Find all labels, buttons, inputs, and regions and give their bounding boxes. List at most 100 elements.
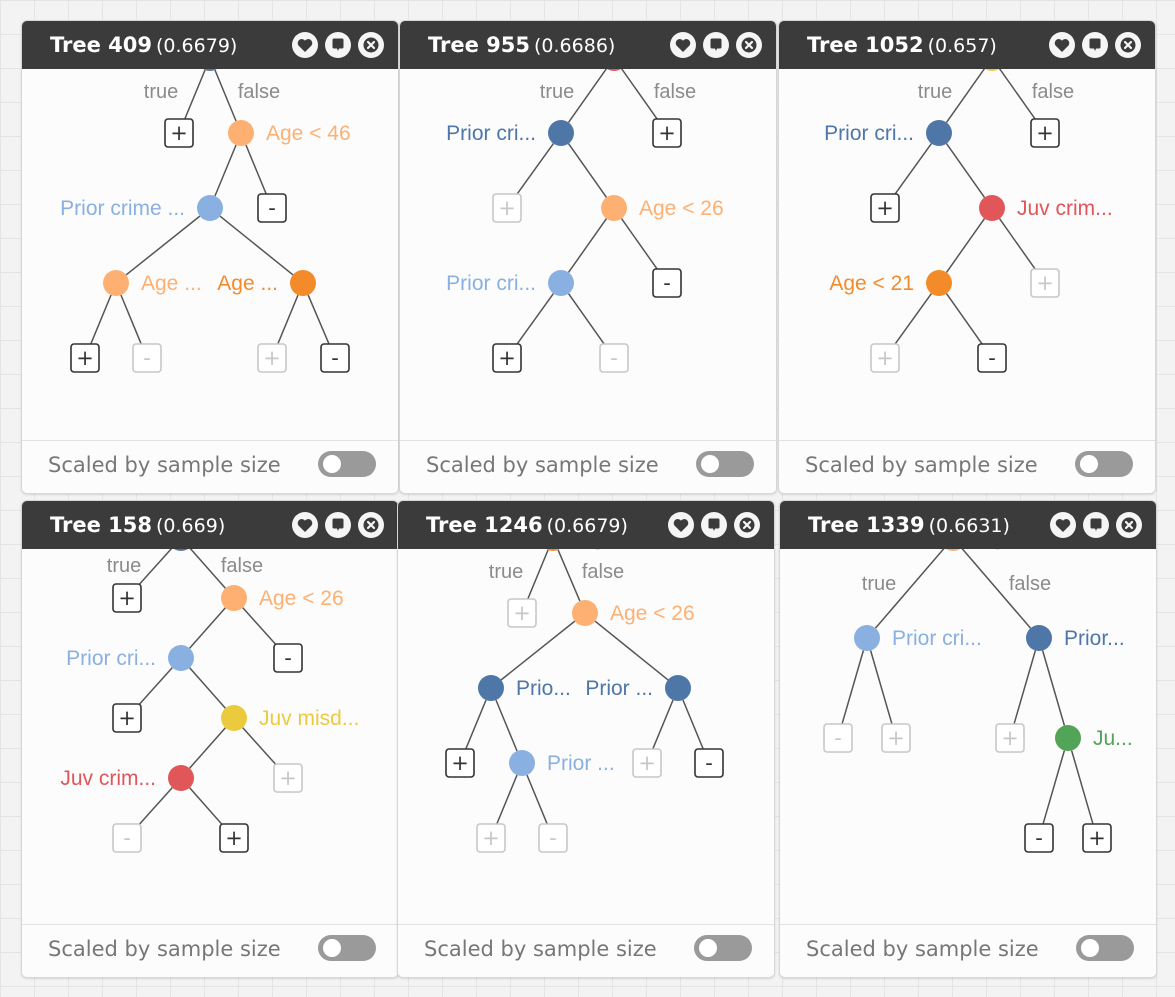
leaf-positive[interactable]: +: [257, 343, 287, 373]
split-node[interactable]: [926, 120, 952, 146]
leaf-positive[interactable]: +: [870, 193, 900, 223]
heart-glyph: [673, 518, 689, 532]
split-node[interactable]: [665, 675, 691, 701]
split-node[interactable]: [979, 69, 1005, 71]
leaf-negative[interactable]: -: [599, 343, 629, 373]
leaf-box: [977, 343, 1007, 373]
split-node[interactable]: [601, 195, 627, 221]
leaf-box: [476, 823, 506, 853]
leaf-negative[interactable]: -: [823, 723, 853, 753]
leaf-negative[interactable]: -: [320, 343, 350, 373]
comment-icon[interactable]: [703, 32, 729, 58]
comment-icon[interactable]: [1082, 32, 1108, 58]
leaf-negative[interactable]: -: [1024, 823, 1054, 853]
split-node[interactable]: [168, 765, 194, 791]
leaf-negative[interactable]: -: [694, 748, 724, 778]
split-node[interactable]: [221, 585, 247, 611]
header-icons: [1049, 32, 1141, 58]
leaf-positive[interactable]: +: [112, 703, 142, 733]
leaf-positive[interactable]: +: [492, 343, 522, 373]
scaled-by-sample-size-toggle[interactable]: [318, 935, 376, 961]
close-icon[interactable]: [736, 32, 762, 58]
scaled-by-sample-size-toggle[interactable]: [1075, 451, 1133, 477]
leaf-positive[interactable]: +: [219, 823, 249, 853]
comment-icon[interactable]: [1083, 512, 1109, 538]
split-node[interactable]: [168, 549, 194, 551]
split-node[interactable]: [979, 195, 1005, 221]
close-icon[interactable]: [1115, 32, 1141, 58]
heart-icon[interactable]: [668, 512, 694, 538]
tree-edge: [567, 293, 608, 349]
scaled-by-sample-size-toggle[interactable]: [696, 451, 754, 477]
leaf-positive[interactable]: +: [70, 343, 100, 373]
close-icon[interactable]: [1116, 512, 1142, 538]
tree-title: Tree 158(0.669): [50, 513, 225, 537]
split-node[interactable]: [1055, 725, 1081, 751]
scaled-by-sample-size-toggle[interactable]: [694, 935, 752, 961]
heart-icon[interactable]: [292, 32, 318, 58]
leaf-negative[interactable]: -: [977, 343, 1007, 373]
split-node[interactable]: [540, 549, 566, 551]
split-node[interactable]: [548, 120, 574, 146]
leaf-positive[interactable]: +: [112, 583, 142, 613]
heart-icon[interactable]: [670, 32, 696, 58]
leaf-negative[interactable]: -: [257, 193, 287, 223]
leaf-positive[interactable]: +: [445, 748, 475, 778]
tree-edge: [998, 218, 1039, 274]
split-node-label: Prior cri...: [824, 122, 914, 145]
leaf-box: [273, 763, 303, 793]
split-node[interactable]: [509, 750, 535, 776]
leaf-negative[interactable]: -: [652, 268, 682, 298]
comment-icon[interactable]: [325, 512, 351, 538]
heart-icon[interactable]: [1050, 512, 1076, 538]
leaf-negative[interactable]: -: [112, 823, 142, 853]
tree-edge: [1041, 650, 1066, 726]
split-node[interactable]: [940, 549, 966, 551]
split-node[interactable]: [290, 270, 316, 296]
split-node[interactable]: [228, 120, 254, 146]
split-node[interactable]: [221, 705, 247, 731]
leaf-negative[interactable]: -: [538, 823, 568, 853]
heart-icon[interactable]: [1049, 32, 1075, 58]
leaf-positive[interactable]: +: [1030, 118, 1060, 148]
split-node[interactable]: [197, 69, 223, 71]
leaf-positive[interactable]: +: [1082, 823, 1112, 853]
tree-card-header: Tree 955(0.6686): [400, 21, 776, 69]
scaled-by-sample-size-toggle[interactable]: [1076, 935, 1134, 961]
split-node[interactable]: [926, 270, 952, 296]
split-node[interactable]: [601, 69, 627, 71]
leaf-box: [219, 823, 249, 853]
split-node[interactable]: [197, 195, 223, 221]
leaf-positive[interactable]: +: [476, 823, 506, 853]
comment-icon[interactable]: [701, 512, 727, 538]
split-node[interactable]: [854, 625, 880, 651]
leaf-positive[interactable]: +: [632, 748, 662, 778]
leaf-sign: -: [284, 646, 292, 670]
leaf-positive[interactable]: +: [164, 118, 194, 148]
tree-edge: [557, 549, 581, 602]
split-node[interactable]: [168, 645, 194, 671]
leaf-positive[interactable]: +: [881, 723, 911, 753]
heart-icon[interactable]: [292, 512, 318, 538]
split-node[interactable]: [478, 675, 504, 701]
leaf-box: [112, 583, 142, 613]
leaf-positive[interactable]: +: [507, 598, 537, 628]
close-icon[interactable]: [734, 512, 760, 538]
leaf-positive[interactable]: +: [492, 193, 522, 223]
split-node[interactable]: [103, 270, 129, 296]
leaf-negative[interactable]: -: [132, 343, 162, 373]
comment-icon[interactable]: [325, 32, 351, 58]
leaf-positive[interactable]: +: [870, 343, 900, 373]
close-icon[interactable]: [358, 32, 384, 58]
leaf-positive[interactable]: +: [1030, 268, 1060, 298]
leaf-positive[interactable]: +: [652, 118, 682, 148]
split-node[interactable]: [572, 600, 598, 626]
leaf-positive[interactable]: +: [995, 723, 1025, 753]
leaf-negative[interactable]: -: [273, 643, 303, 673]
scaled-by-sample-size-toggle[interactable]: [318, 451, 376, 477]
leaf-positive[interactable]: +: [273, 763, 303, 793]
close-icon[interactable]: [358, 512, 384, 538]
split-node[interactable]: [1026, 625, 1052, 651]
split-node[interactable]: [548, 270, 574, 296]
